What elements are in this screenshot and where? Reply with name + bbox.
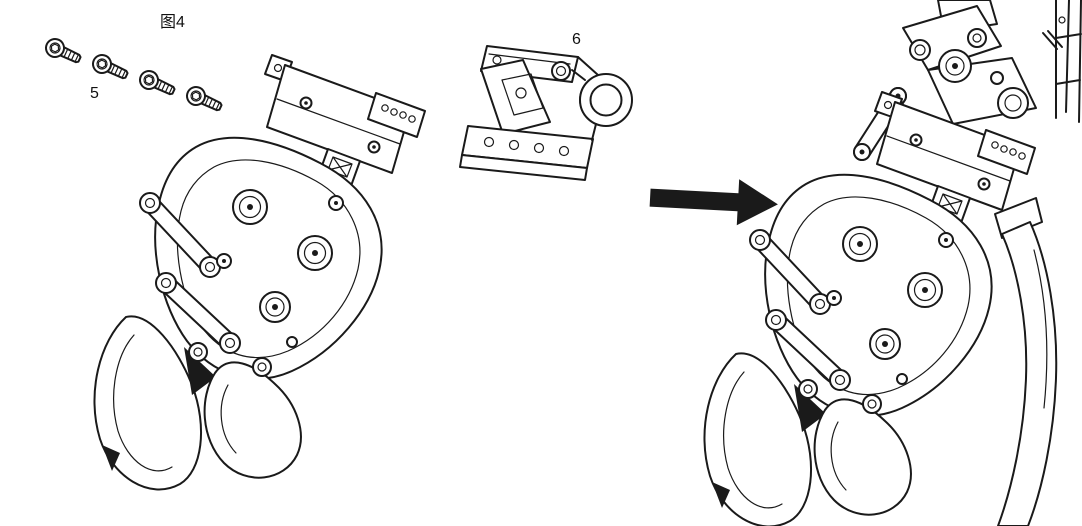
arm-rail: [1055, 0, 1082, 123]
robot-gripper-icon: [94, 55, 425, 489]
assembly-arrow-icon: [649, 179, 778, 226]
arm-column-cap: [994, 197, 1043, 239]
socket-head-screw-icon: [42, 35, 85, 69]
socket-head-screw-icon: [89, 51, 132, 85]
robot-arm-icon: [853, 0, 1082, 526]
arm-column: [997, 221, 1058, 526]
screws-part-label: 5: [90, 85, 99, 102]
socket-head-screw-icon: [136, 67, 179, 101]
mounting-bracket-icon: [459, 45, 633, 181]
robot-gripper-icon: [704, 92, 1035, 526]
screw-set: [42, 35, 226, 117]
figure-title: 图4: [160, 14, 185, 31]
bracket-part-label: 6: [572, 31, 581, 48]
robot-gripper-left: [94, 55, 425, 489]
robot-gripper-right: [704, 92, 1035, 526]
socket-head-screw-icon: [183, 83, 226, 117]
bracket-cheek-plate: [480, 59, 551, 135]
